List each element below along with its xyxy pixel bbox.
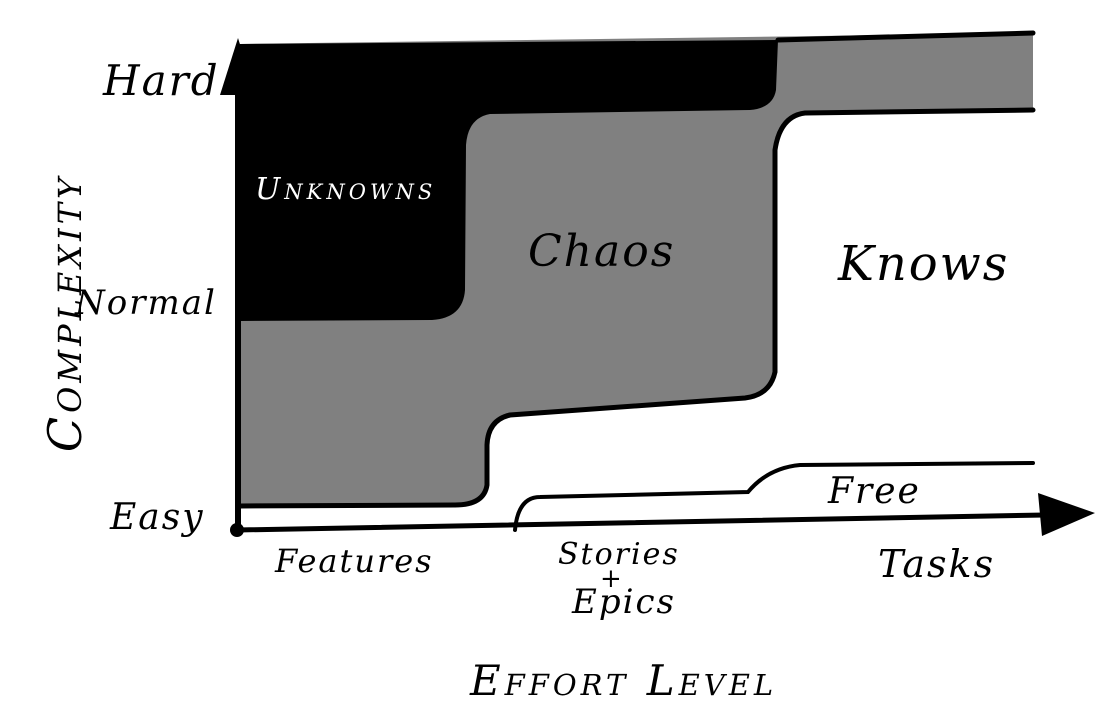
y-tick-hard: Hard	[103, 56, 220, 105]
x-tick-tasks: Tasks	[878, 542, 996, 586]
x-axis-arrowhead	[1038, 493, 1095, 536]
y-tick-normal: Normal	[75, 283, 217, 323]
free-label: Free	[828, 471, 921, 512]
chaos-label: Chaos	[528, 226, 676, 277]
unknowns-label: Unknowns	[255, 172, 437, 207]
x-tick-features: Features	[275, 542, 434, 580]
x-tick-plus: +	[600, 564, 624, 594]
y-tick-easy: Easy	[110, 497, 205, 538]
x-tick-epics: Epics	[572, 582, 676, 622]
chaos-boundary-right	[237, 107, 1036, 509]
x-tick-stories: Stories	[558, 537, 680, 572]
free-boundary	[513, 461, 1035, 532]
chaos-boundary-top	[775, 30, 1036, 43]
x-axis-title: Effort Level	[470, 656, 778, 705]
y-axis-title: Complexity	[38, 173, 92, 453]
x-axis-line	[235, 512, 1048, 533]
y-axis-arrowhead	[220, 38, 256, 95]
origin-dot	[230, 523, 244, 537]
knows-label: Knows	[838, 236, 1010, 292]
unknowns-region	[240, 40, 778, 321]
